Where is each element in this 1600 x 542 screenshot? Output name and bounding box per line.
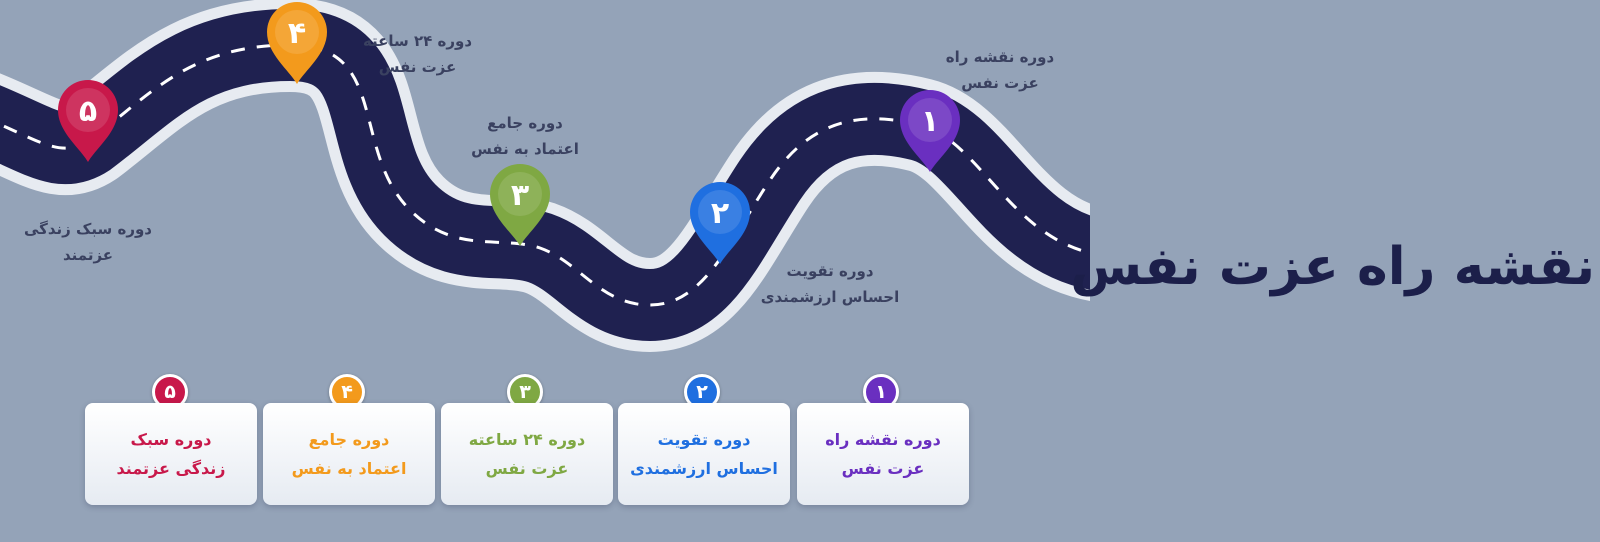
card-subtitle: عزت نفس (485, 459, 569, 478)
pin-inner (498, 172, 542, 216)
pin-shape (58, 80, 118, 162)
map-pin-5-icon: ۵ (58, 80, 118, 162)
road-label-3: دوره جامع اعتماد به نفس (460, 110, 590, 162)
road-label-line: عزت نفس (378, 58, 457, 76)
road-label-line: دوره نقشه راه (945, 48, 1055, 66)
pin-number: ۳ (511, 178, 529, 213)
pin-shape (267, 2, 327, 84)
map-pin-1-icon: ۱ (900, 90, 960, 172)
card-subtitle: احساس ارزشمندی (630, 459, 778, 478)
road-label-line: دوره ۲۴ ساعته (362, 32, 473, 50)
pin-inner (66, 88, 110, 132)
road-label-line: عزتمند (62, 246, 114, 264)
road-label-line: دوره جامع (487, 114, 563, 132)
road-center-line (0, 43, 1090, 307)
map-pin-3-icon: ۳ (490, 164, 550, 246)
road-label-line: دوره سبک زندگی (23, 220, 153, 238)
pin-shape (900, 90, 960, 172)
pin-shape (490, 164, 550, 246)
road-label-line: دوره تقویت (786, 262, 874, 280)
road-label-1: دوره نقشه راه عزت نفس (940, 44, 1060, 96)
card-subtitle: عزت نفس (841, 459, 925, 478)
road-label-line: عزت نفس (961, 74, 1039, 92)
road-label-line: احساس ارزشمندی (760, 288, 900, 306)
card-title: دوره ۲۴ ساعته (468, 430, 586, 449)
card-title: دوره نقشه راه (825, 430, 941, 449)
card-title: دوره سبک (130, 430, 212, 449)
road-label-4: دوره ۲۴ ساعته عزت نفس (355, 28, 480, 80)
pin-number: ۵ (79, 94, 97, 129)
pin-number: ۴ (288, 16, 306, 51)
pin-inner (698, 190, 742, 234)
step-card-2: دوره تقویت احساس ارزشمندی (618, 403, 790, 505)
card-subtitle: زندگی عزتمند (116, 459, 226, 478)
pin-inner (908, 98, 952, 142)
map-pin-2-icon: ۲ (690, 182, 750, 264)
step-card-1: دوره نقشه راه عزت نفس (797, 403, 969, 505)
card-subtitle: اعتماد به نفس (291, 459, 407, 478)
card-title: دوره تقویت (657, 430, 751, 449)
card-title: دوره جامع (308, 430, 390, 449)
road-label-line: اعتماد به نفس (471, 140, 579, 158)
pin-shape (690, 182, 750, 264)
step-card-3: دوره ۲۴ ساعته عزت نفس (441, 403, 613, 505)
road-label-5: دوره سبک زندگی عزتمند (8, 216, 168, 268)
pin-number: ۱ (921, 104, 939, 139)
pin-number: ۲ (711, 196, 729, 231)
pin-inner (275, 10, 319, 54)
map-pin-4-icon: ۴ (267, 2, 327, 84)
road-label-2: دوره تقویت احساس ارزشمندی (755, 258, 905, 310)
step-card-4: دوره جامع اعتماد به نفس (263, 403, 435, 505)
step-card-5: دوره سبک زندگی عزتمند (85, 403, 257, 505)
page-title: نقشه راه عزت نفس (1070, 237, 1595, 297)
